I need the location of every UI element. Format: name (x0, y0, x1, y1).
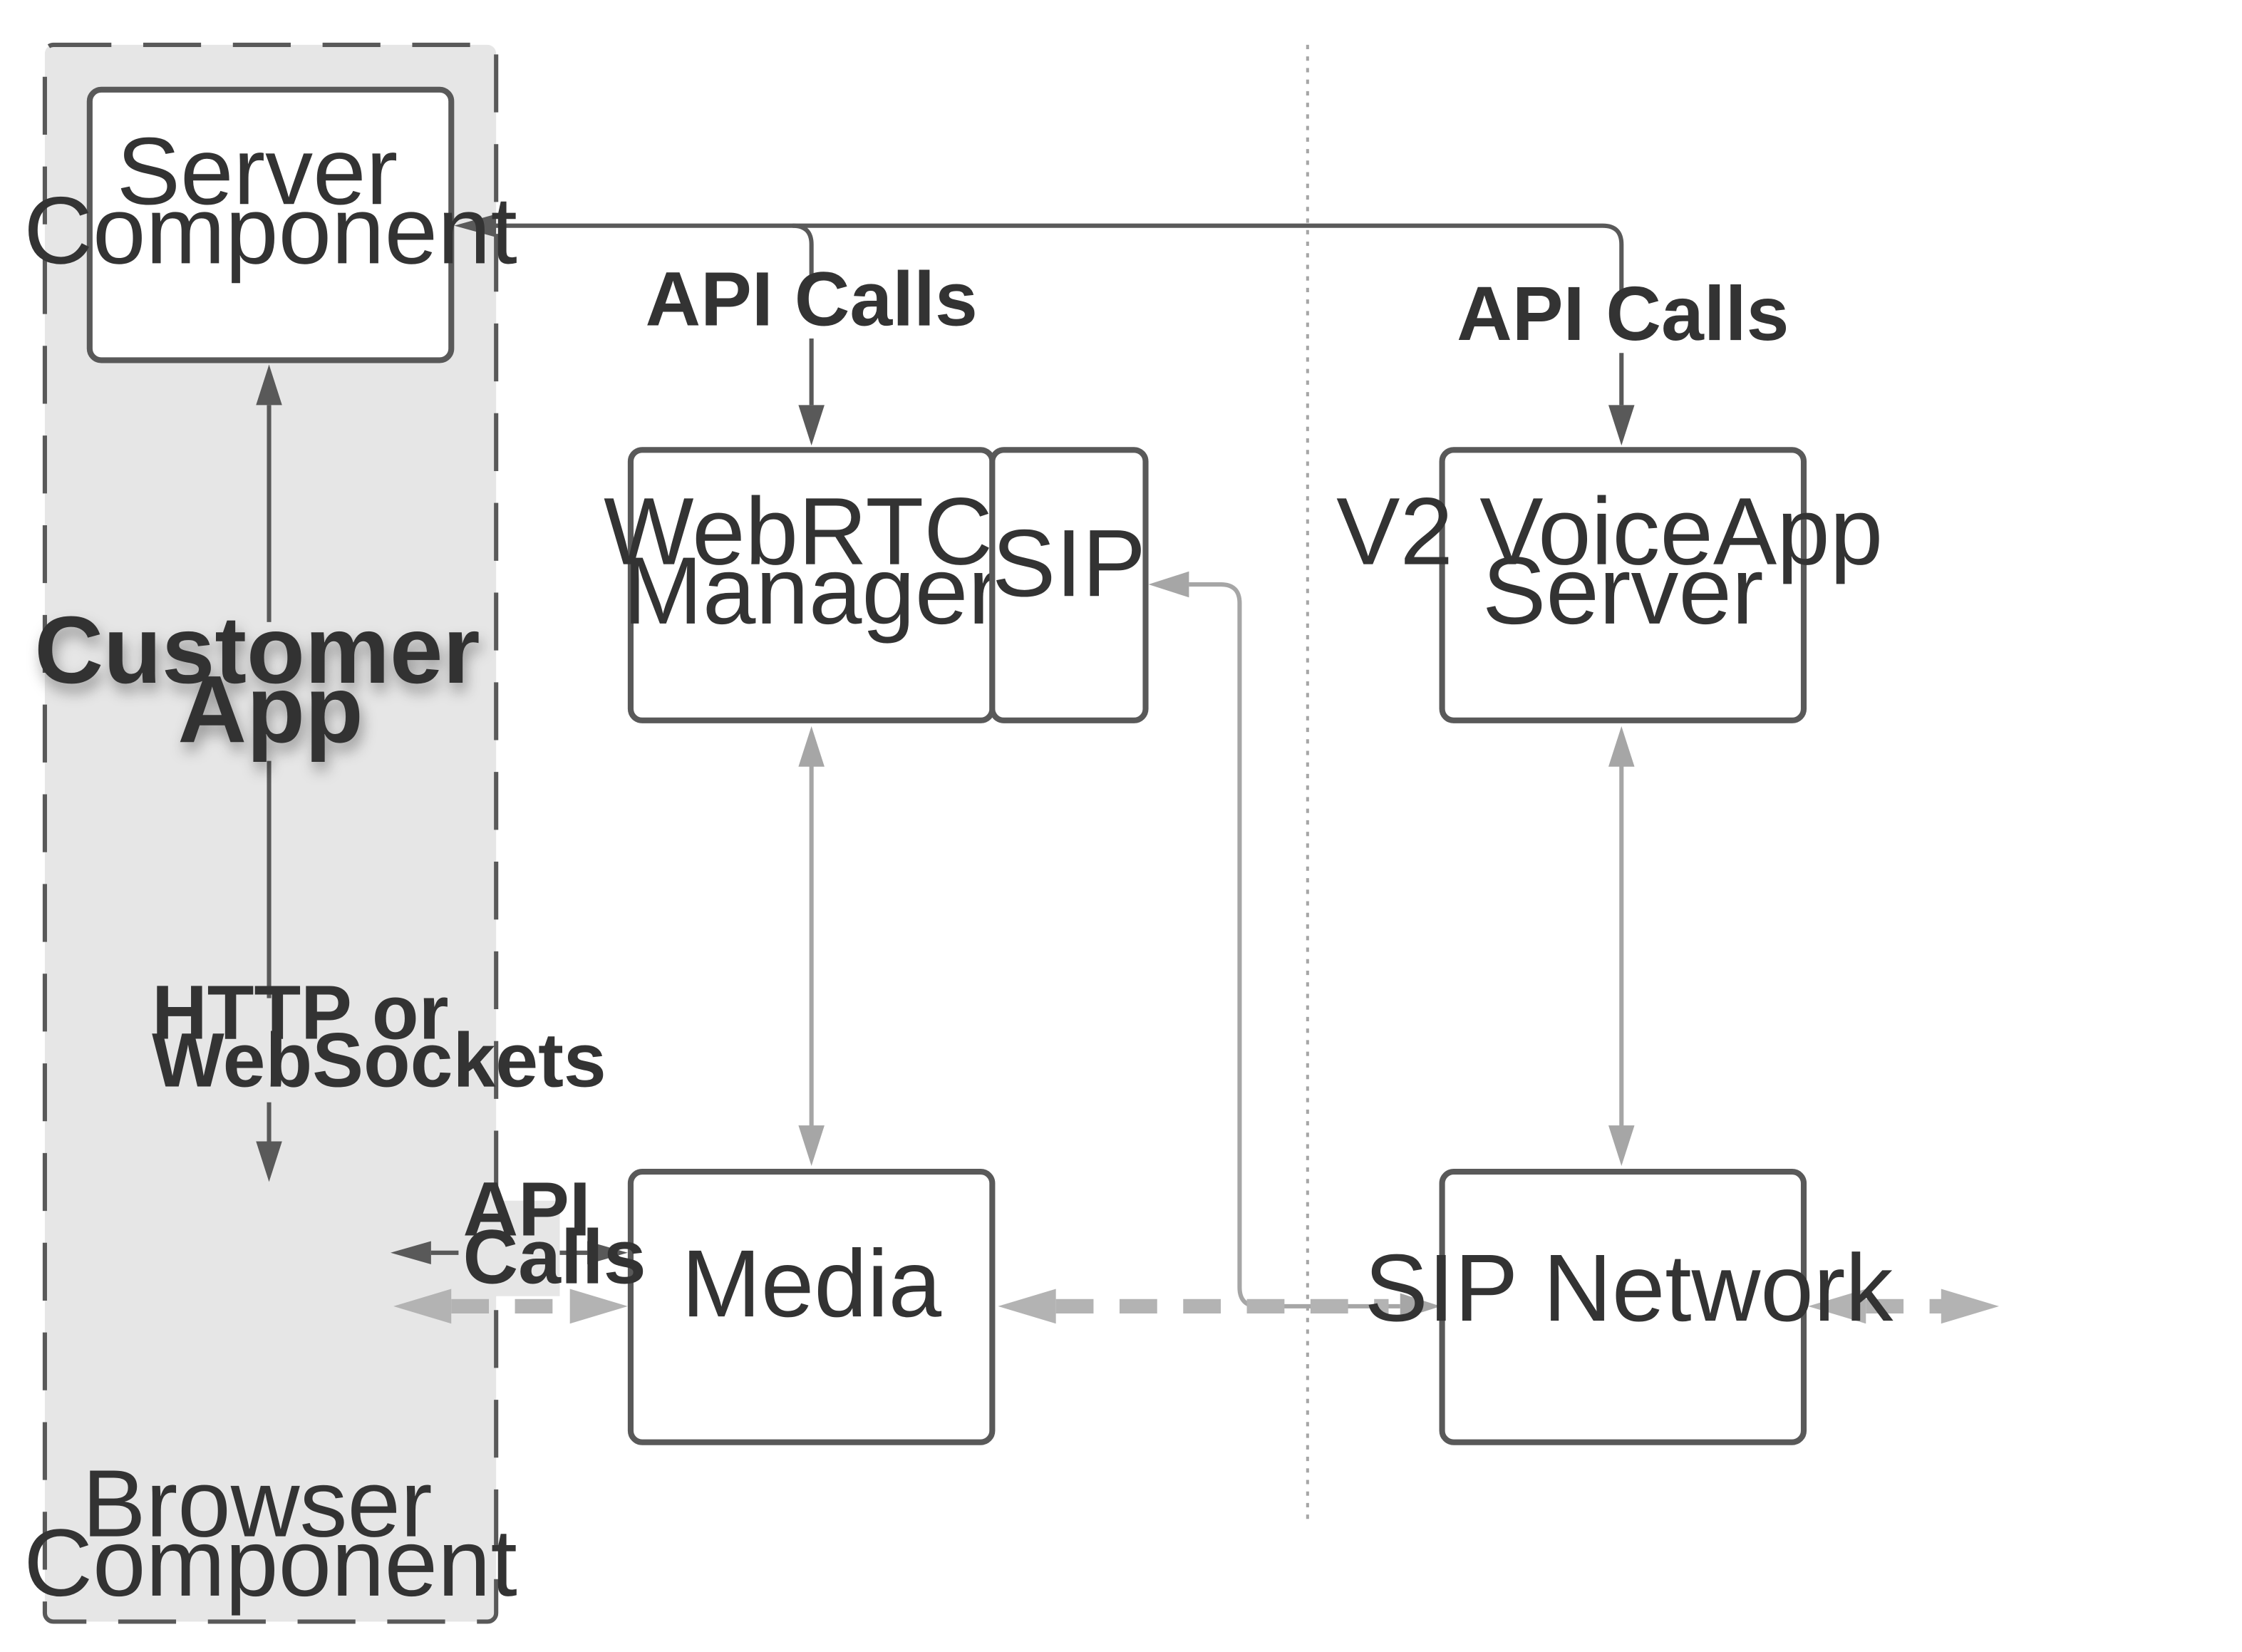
svg-text:Customer App: Customer App (34, 597, 506, 763)
svg-text:V2 VoiceApp Server: V2 VoiceApp Server (1336, 479, 1909, 644)
svg-text:Browser Component: Browser Component (24, 1451, 517, 1616)
arrowhead-to-server-component (454, 214, 497, 237)
arrowhead-down-media (798, 1125, 825, 1166)
api-calls-webrtc-branch (792, 223, 814, 406)
api-calls-media-label-2: Calls (463, 1214, 646, 1299)
svg-text:API Calls: API Calls (463, 1166, 646, 1299)
media-arrowhead-browser-left (393, 1289, 452, 1324)
v2-voiceapp-label-1: V2 VoiceApp (1336, 479, 1883, 585)
media-arrowhead-external-right (1941, 1289, 2000, 1324)
arrowhead-to-sip (1148, 571, 1189, 598)
media-label: Media (681, 1231, 941, 1337)
arrowhead-up-v2 (1608, 726, 1635, 767)
browser-component-label-1: Browser (82, 1451, 432, 1557)
customer-app-title-1: Customer (34, 597, 480, 703)
arrowhead-to-media (587, 1241, 628, 1265)
media-arrowhead-media-left (998, 1289, 1056, 1324)
sip-label: SIP (992, 510, 1146, 616)
v2-voiceapp-server-box: V2 VoiceApp Server (1336, 447, 1909, 723)
arrowhead-to-server-component-up (256, 364, 282, 406)
server-component-label-1: Server (117, 118, 398, 224)
arrowhead-up-webrtc (798, 726, 825, 767)
arrowhead-down-sipnetwork (1608, 1125, 1635, 1166)
webrtc-manager-label-2: Manager (623, 538, 1000, 644)
sip-signaling-connector (1189, 582, 1400, 1308)
svg-text:Server Component: Server Component (24, 118, 517, 284)
http-websockets-label-1: HTTP or (152, 969, 448, 1055)
http-websockets-label-2: WebSockets (152, 1017, 606, 1103)
server-component-box: Server Component (24, 86, 517, 363)
customer-app-title-2: App (177, 656, 363, 763)
api-calls-media-label-1: API (463, 1166, 590, 1251)
api-calls-webrtc-label: API Calls (646, 257, 978, 342)
media-arrowhead-browser-right (569, 1289, 628, 1324)
webrtc-manager-label-1: WebRTC (604, 479, 993, 585)
media-arrowhead-external-left (1808, 1289, 1866, 1324)
arrowhead-to-sipnetwork-signal (1400, 1293, 1441, 1320)
arrowhead-left-browser (391, 1241, 431, 1265)
arrowhead-to-v2-voiceapp (1608, 405, 1635, 446)
webrtc-manager-box: WebRTC Manager (604, 447, 1019, 723)
arrowhead-down-browser (256, 1141, 282, 1182)
v2-voiceapp-label-2: Server (1482, 538, 1764, 644)
svg-text:WebRTC Manager: WebRTC Manager (604, 479, 1019, 644)
sip-box: SIP (989, 447, 1149, 723)
sip-network-box: SIP Network (1364, 1169, 1894, 1445)
api-calls-v2-label: API Calls (1457, 271, 1789, 356)
browser-component-label-2: Component (24, 1510, 517, 1616)
svg-text:HTTP or WebSockets: HTTP or WebSockets (152, 969, 606, 1103)
media-box: Media (627, 1169, 996, 1445)
sip-network-label: SIP Network (1364, 1235, 1894, 1341)
arrowhead-to-webrtc-manager (798, 405, 825, 446)
api-calls-connector (477, 223, 1624, 406)
server-component-label-2: Component (24, 177, 517, 284)
